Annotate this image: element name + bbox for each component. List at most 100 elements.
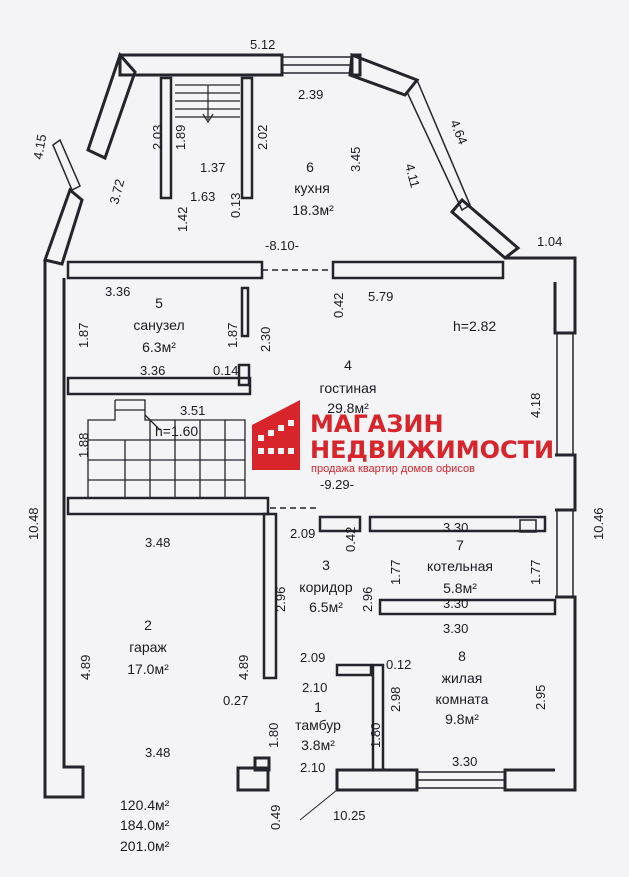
total-area-1: 120.4м² [120,797,170,813]
total-area-2: 184.0м² [120,817,170,833]
dimension-label: 4.11 [402,162,423,189]
room-area: 3.8м² [301,737,335,753]
wall [240,76,254,200]
wall [159,76,173,200]
window [406,78,471,212]
dimension-label: 10.46 [591,507,606,540]
dimension-label: 2.30 [258,327,273,352]
room-corridor: 3 коридор 6.5м² [299,557,353,615]
dimension-label: 3.30 [443,520,468,535]
dimension-label: 1.80 [266,723,281,748]
dimension-label: 5.12 [250,37,275,52]
room-number: 1 [314,699,322,715]
ceiling-height: h=2.82 [453,318,496,334]
windows [52,56,574,789]
dimension-label: 10.25 [333,808,366,823]
room-boiler: 7 котельная 5.8м² [427,537,493,596]
room-name-line2: комната [436,691,489,707]
dimension-label: 3.72 [106,177,127,205]
logo-title-line2: НЕДВИЖИМОСТИ [310,436,554,464]
dimension-label: 4.15 [30,133,49,161]
dimension-label: 1.77 [528,560,543,585]
dimension-label: 3.30 [452,754,477,769]
wall [318,515,362,533]
logo-building-window [268,448,274,454]
openings [262,269,333,509]
wall [335,663,373,677]
logo-building-window [278,425,284,431]
dimension-label: 3.51 [180,403,205,418]
dimension-label: 1.77 [388,560,403,585]
room-living: 4 гостиная 29.8м² [320,357,377,416]
room-name: коридор [299,579,353,595]
room-area: 6.5м² [309,599,343,615]
wall [348,52,420,97]
dimension-label: 4.89 [236,655,251,680]
room-name: кухня [294,180,330,196]
stair-height: h=1.60 [155,423,198,439]
wall [368,515,547,533]
dimension-label: 0.14 [213,363,238,378]
dimension-label: 4.89 [78,655,93,680]
wall [240,286,250,338]
window [556,509,574,598]
logo-subtitle: продажа квартир домов офисов [311,463,475,475]
logo-building-window [288,420,294,426]
dimension-label: 2.98 [388,687,403,712]
room-number: 7 [456,537,464,553]
dimension-label: 0.42 [343,527,358,552]
room-name: котельная [427,558,493,574]
wall [43,260,85,799]
room-area: 18.3м² [292,202,334,218]
total-areas: 120.4м² 184.0м² 201.0м² [120,797,170,854]
total-area-3: 201.0м² [120,838,170,854]
dimension-label: 3.48 [145,535,170,550]
dimension-label: 5.79 [368,289,393,304]
wall [505,256,577,335]
room-area: 29.8м² [327,400,369,416]
dimension-label: 1.88 [76,433,91,458]
dimension-label: 10.48 [26,507,41,540]
dimension-label: 2.96 [360,587,375,612]
dimension-label: 1.89 [173,125,188,150]
dimension-label: 0.49 [268,805,283,830]
dimension-label: 2.09 [300,650,325,665]
room-area: 5.8м² [443,580,477,596]
stair-arrow [202,113,214,124]
dimension-label: 1.37 [200,160,225,175]
dimension-label: 2.09 [290,526,315,541]
room-garage: 2 гараж 17.0м² [127,617,169,677]
room-number: 4 [344,357,352,373]
stairs-lower [87,399,246,499]
wall [371,663,385,772]
dimension-label: 2.95 [533,685,548,710]
stair-arrow [144,414,161,431]
dimensions: 5.12 2.39 4.15 4.64 3.72 2.03 1.89 2.02 … [26,37,606,830]
wall [236,766,270,792]
dimension-label: 3.36 [105,284,130,299]
dimension-label: 3.48 [145,745,170,760]
dimension-label: 1.63 [190,189,215,204]
dimension-label: 1.87 [225,323,240,348]
dimension-label: 1.80 [368,723,383,748]
room-number: 3 [322,557,330,573]
wall [237,363,251,387]
wall [43,187,84,266]
logo-building-window [278,448,284,454]
dimension-label: 2.02 [255,125,270,150]
dimension-label: 2.10 [302,680,327,695]
dimension-label: 3.30 [443,596,468,611]
window [52,138,81,192]
room-number: 5 [155,295,163,311]
dimension-label: 4.18 [528,393,543,418]
wall [86,52,137,161]
dimension-label: 0.12 [386,657,411,672]
logo-building-window [258,435,264,441]
room-name: гостиная [320,380,377,396]
dimension-label: 2.39 [298,87,323,102]
dimension-label: 2.03 [150,125,165,150]
dimension-label: 0.13 [228,193,243,218]
dimension-label: 3.36 [140,363,165,378]
boiler-unit [519,519,537,533]
